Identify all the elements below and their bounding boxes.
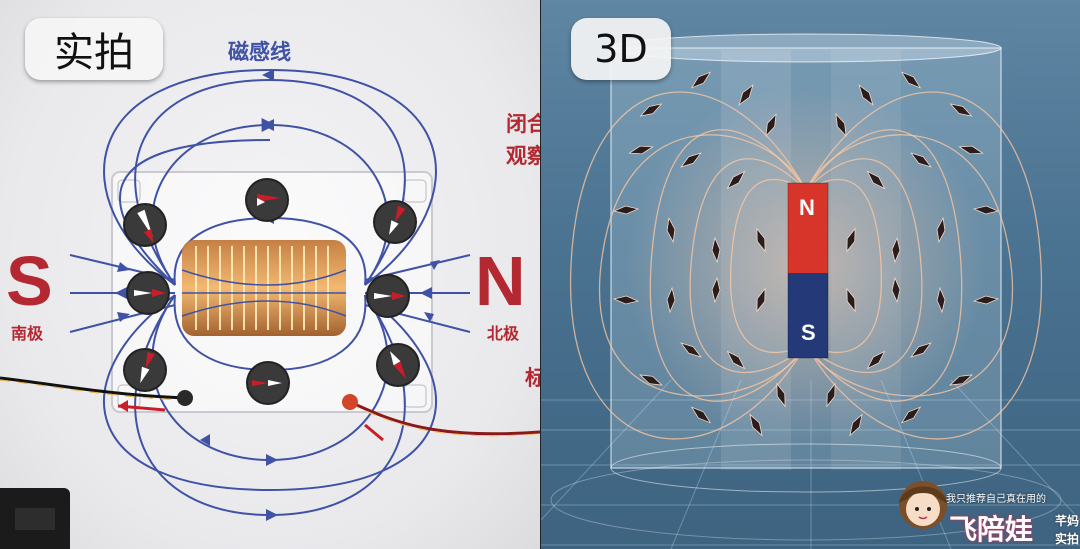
- south-pole-name: 南极: [11, 324, 44, 343]
- watermark-avatar: [899, 481, 947, 529]
- magnet-south-label: S: [801, 320, 816, 345]
- watermark-side-2: 实拍: [1055, 532, 1080, 546]
- render-panel: 3D N S 我只推荐自己真在用的 飞陪娃 芊妈 实拍: [541, 0, 1080, 549]
- render-field-lines: [569, 91, 1043, 440]
- watermark-side-1: 芊妈: [1055, 514, 1080, 528]
- south-pole-letter: S: [6, 242, 53, 320]
- side-note-line-2: 观察: [506, 144, 540, 168]
- wires: [0, 376, 540, 442]
- watermark-slogan: 我只推荐自己真在用的: [946, 494, 1046, 505]
- photo-illustration: [0, 68, 540, 549]
- panel-divider: [540, 0, 541, 549]
- render-illustration: [541, 33, 1080, 549]
- field-line-label: 磁感线: [228, 40, 291, 64]
- side-note-line-3: 标: [525, 366, 540, 390]
- photo-panel: 实拍 磁感线 S 南极 N 北极 闭合 观察 标: [0, 0, 540, 549]
- side-note-line-1: 闭合: [506, 112, 540, 136]
- watermark-brand: 飞陪娃: [949, 513, 1034, 546]
- mini-compasses: [612, 71, 1000, 437]
- north-pole-name: 北极: [487, 324, 520, 343]
- bar-magnet: [787, 182, 829, 359]
- magnet-north-label: N: [799, 195, 815, 220]
- north-pole-letter: N: [475, 242, 526, 320]
- compasses: [123, 178, 420, 405]
- render-tag: 3D: [571, 18, 671, 80]
- solenoid-coil: [181, 240, 347, 336]
- real-shot-tag: 实拍: [25, 18, 163, 80]
